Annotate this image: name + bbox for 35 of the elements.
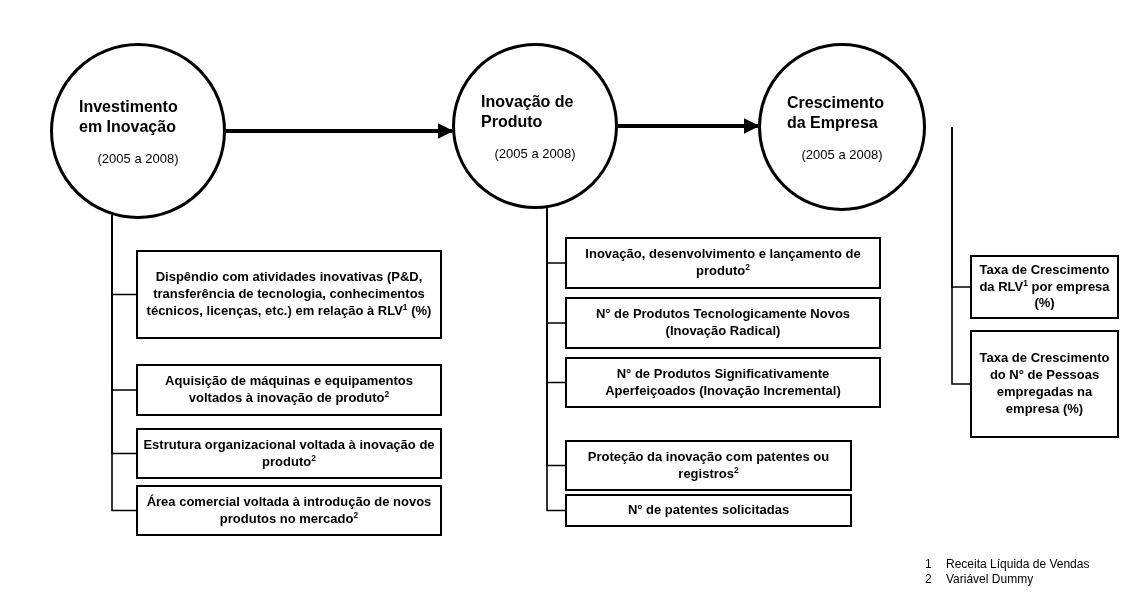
indicator-box [136, 485, 442, 536]
footnote-number: 2 [925, 572, 932, 586]
indicator-text: Taxa de Crescimento da RLV$^{1}$ por empresa (%) [978, 261, 1111, 313]
indicator-box [136, 364, 442, 416]
period-text: (2005 a 2008) [494, 145, 576, 161]
indicator-box [136, 250, 442, 339]
indicator-text: Dispêndio com atividades inovativas (P&D, transferência de tecnologia, conhecimentos técnicos, licenças, etc.) em relação à RLV$^{1}$ (%) [145, 269, 433, 320]
indicator-text: N° de patentes solicitadas [627, 502, 790, 519]
footnote-number: 1 [925, 557, 932, 571]
indicator-text: Taxa de Crescimento do N° de Pessoas empregadas na empresa (%) [978, 350, 1111, 418]
arrow [618, 118, 760, 134]
indicator-box [970, 330, 1119, 438]
indicator-box [565, 440, 852, 491]
concept-title: Crescimento da Empresa [787, 92, 885, 133]
concept-title: Investimento em Inovação [79, 96, 179, 137]
indicator-text: Área comercial voltada à introdução de novos produtos no mercado$^{2}$ [145, 493, 433, 528]
indicator-box [970, 255, 1119, 319]
indicator-box [565, 297, 881, 349]
footnote-text: Variável Dummy [946, 572, 1034, 586]
indicator-box [136, 428, 442, 479]
period-text: (2005 a 2008) [801, 146, 883, 162]
indicator-text: Aquisição de máquinas e equipamentos voltados à inovação de produto$^{2}$ [164, 373, 414, 407]
indicator-text: Proteção da inovação com patentes ou registros$^{2}$ [586, 448, 831, 483]
indicator-text: Estrutura organizacional voltada à inovação de produto$^{2}$ [142, 436, 436, 471]
indicator-box [565, 357, 881, 408]
indicator-text: N° de Produtos Significativamente Aperfeiçoados (Inovação Incremental) [604, 365, 842, 400]
connector-line [951, 126, 971, 385]
concept-title: Inovação de Produto [481, 91, 575, 132]
period-text: (2005 a 2008) [97, 150, 179, 166]
arrow [226, 123, 454, 139]
indicator-text: N° de Produtos Tecnologicamente Novos (Inovação Radical) [594, 306, 852, 340]
indicator-box [565, 237, 881, 289]
footnote-text: Receita Líquida de Vendas [946, 557, 1090, 571]
indicator-text: Inovação, desenvolvimento e lançamento de produto$^{2}$ [584, 246, 862, 280]
indicator-box [565, 494, 852, 527]
